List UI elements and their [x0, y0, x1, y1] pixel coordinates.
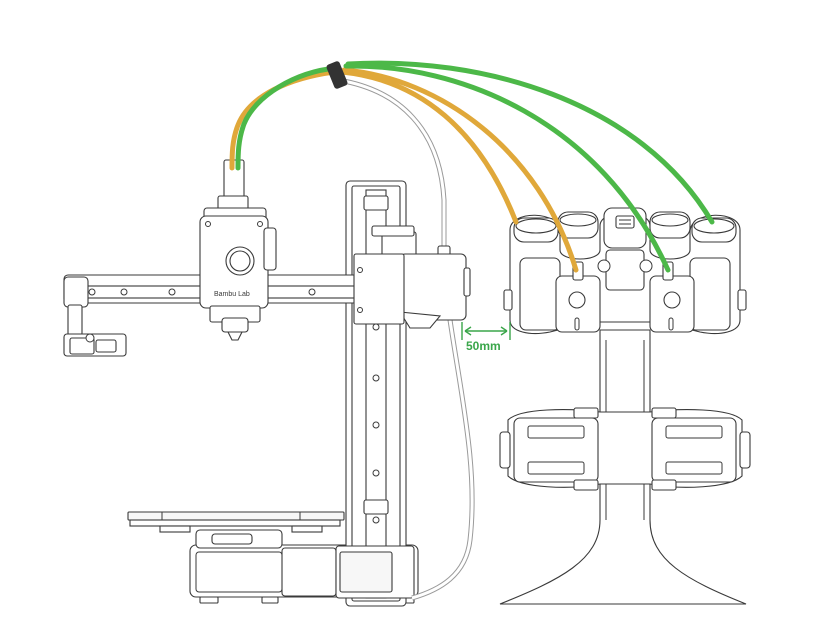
heatbed	[127, 511, 345, 533]
filament-buffer	[353, 245, 471, 329]
z-axis-column	[335, 180, 417, 607]
ams-lower-unit	[499, 407, 751, 491]
filament-paths	[229, 60, 715, 273]
ptfe-tubes	[337, 77, 475, 601]
dimension-marker: 50mm	[461, 322, 511, 353]
ams-upper-unit	[503, 207, 747, 335]
filament-green-slot-3	[343, 63, 671, 273]
dimension-label: 50mm	[466, 339, 501, 353]
filament-clip	[326, 61, 348, 89]
filament-green-slot-4	[345, 60, 715, 225]
toolhead: Bambu Lab	[199, 159, 277, 341]
filament-yellow-slot-1	[339, 69, 519, 225]
filament-yellow-to-toolhead	[229, 69, 337, 171]
filament-yellow-slot-2	[341, 67, 579, 273]
filament-green-to-toolhead	[235, 65, 339, 171]
brand-label: Bambu Lab	[214, 291, 250, 298]
